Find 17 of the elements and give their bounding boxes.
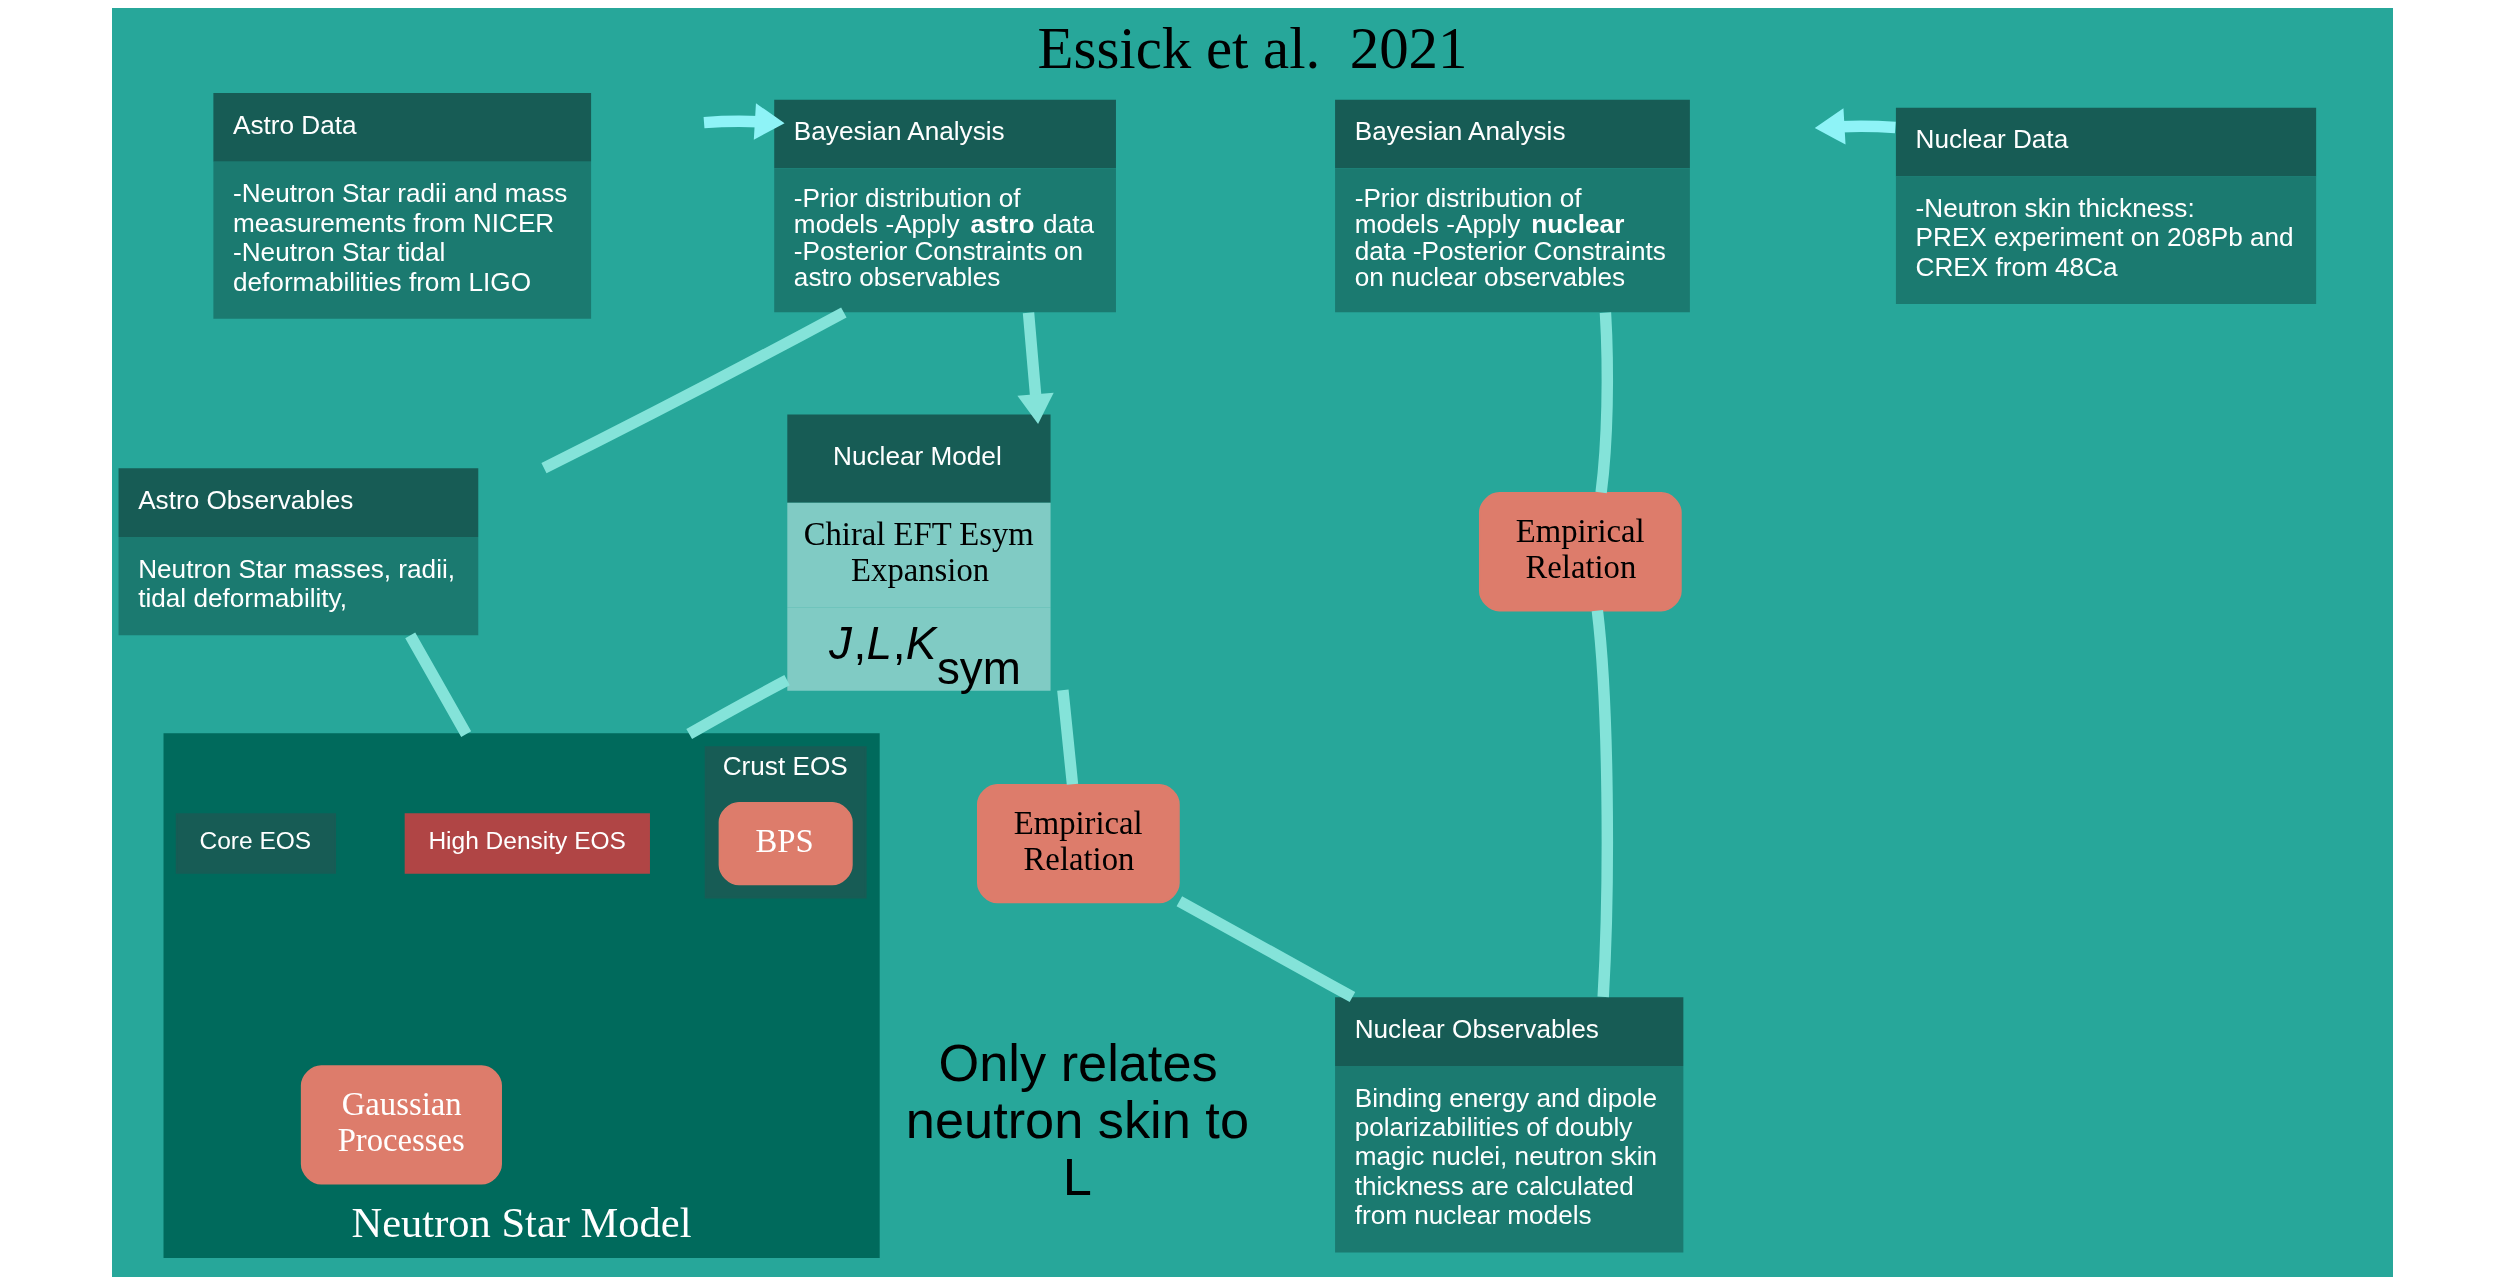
diagram-title: Essick et al. 2021 <box>1037 16 1467 82</box>
node-box: Gaussian Processes <box>300 1065 502 1185</box>
connector <box>540 307 847 474</box>
arrow <box>1814 108 1896 145</box>
connector <box>1056 689 1078 785</box>
connector <box>404 632 471 737</box>
node-box: High Density EOS <box>404 813 650 874</box>
node-box: Empirical Relation <box>976 783 1180 904</box>
connector <box>1176 896 1355 1003</box>
connector <box>1594 312 1613 494</box>
arrow <box>703 103 785 140</box>
node-box: Empirical Relation <box>1478 492 1682 612</box>
connector <box>1591 610 1613 998</box>
connector <box>685 675 790 739</box>
label: Only relates neutron skin to L <box>905 1033 1249 1207</box>
node-box: BPS <box>718 801 853 886</box>
arrow <box>1016 312 1054 424</box>
